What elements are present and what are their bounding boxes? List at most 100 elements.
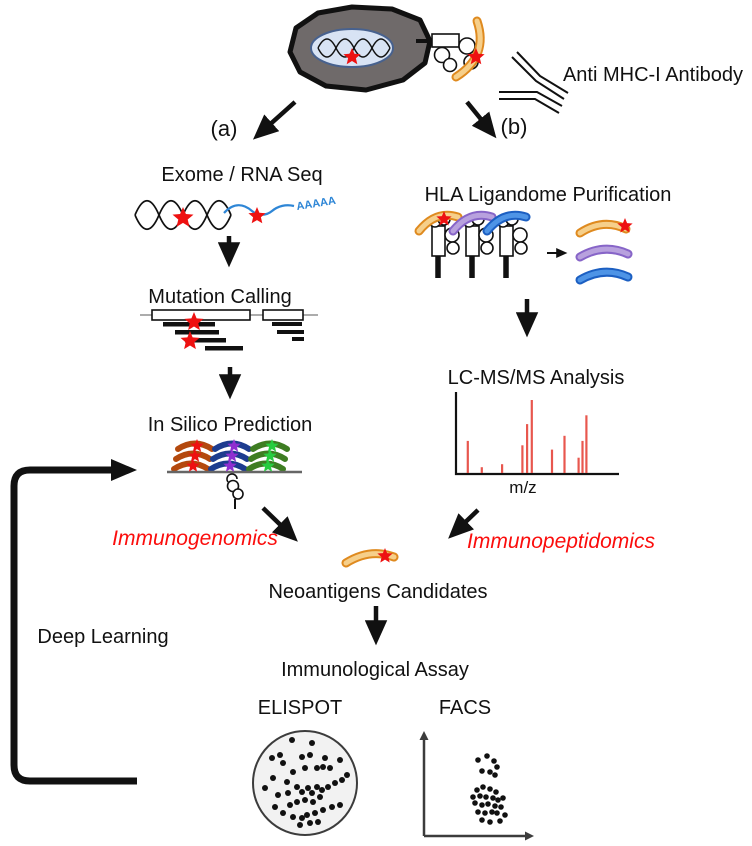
facs-event-dot xyxy=(500,795,506,801)
eluted-peptide-star xyxy=(617,218,633,233)
spectrum-peaks xyxy=(466,400,588,473)
branch-b-arrow xyxy=(465,100,497,139)
mrna-icon: AAAAA xyxy=(223,195,337,216)
sequencing-read xyxy=(175,330,219,335)
facs-event-dot xyxy=(487,769,493,775)
facs-event-dot xyxy=(480,784,486,790)
elispot-spot xyxy=(277,752,283,758)
elispot-spot xyxy=(285,790,291,796)
elispot-spot xyxy=(305,785,311,791)
predicted-peptide-star xyxy=(225,449,239,462)
sequencing-read xyxy=(272,322,302,326)
sequencing-read xyxy=(277,330,304,334)
facs-event-dot xyxy=(492,772,498,778)
elispot-spot xyxy=(320,764,326,770)
deep-learning-loop xyxy=(10,459,137,785)
facs-events xyxy=(470,753,508,825)
facs-y-arrowhead xyxy=(419,731,429,740)
elispot-spot xyxy=(312,810,318,816)
mhc-domain xyxy=(480,241,494,255)
facs-event-dot xyxy=(482,810,488,816)
mhc-domain xyxy=(446,241,460,255)
mutation-star-dna xyxy=(172,207,194,227)
sequencing-read xyxy=(163,322,215,327)
mhc-stem xyxy=(499,225,514,257)
antibody-arm xyxy=(511,56,565,100)
predicted-peptide xyxy=(171,460,211,472)
hla-complex xyxy=(414,210,463,278)
hla-complex-star xyxy=(436,211,452,226)
predicted-peptide xyxy=(250,440,290,452)
elispot-spot xyxy=(307,752,313,758)
anti-mhc-antibody-icon xyxy=(499,51,569,114)
elispot-spot xyxy=(272,804,278,810)
predicted-peptide-stacks xyxy=(167,440,302,509)
elispot-spot xyxy=(314,765,320,771)
predicted-peptide xyxy=(173,450,213,462)
anti-mhc-antibody-label: Anti MHC-I Antibody xyxy=(563,64,743,86)
mass-spectrum: m/z xyxy=(454,392,619,497)
elispot-label: ELISPOT xyxy=(258,697,342,719)
mutation-calling-label: Mutation Calling xyxy=(148,286,291,308)
tumor-cell xyxy=(287,4,433,93)
antibody-arm xyxy=(499,91,563,107)
neoantigen-peptide-icon xyxy=(341,549,399,568)
poly-a-tail: AAAAA xyxy=(296,195,337,213)
immunological-assay-label: Immunological Assay xyxy=(281,659,469,681)
exon-box xyxy=(262,309,304,321)
elispot-spot xyxy=(317,794,323,800)
elispot-spots xyxy=(262,737,350,828)
predicted-peptide-star xyxy=(186,459,200,472)
lcms-label: LC-MS/MS Analysis xyxy=(448,367,625,389)
mutation-star-read1 xyxy=(184,312,204,331)
bound-peptide-fill xyxy=(450,212,495,234)
spectrum-axes xyxy=(454,392,619,476)
mutation-star-read2 xyxy=(180,331,200,350)
predicted-peptide xyxy=(175,440,215,452)
facs-event-dot xyxy=(475,757,481,763)
branch-a-label: (a) xyxy=(211,116,238,141)
predicted-peptide xyxy=(212,440,252,452)
predicted-peptide xyxy=(246,460,286,472)
elispot-spot xyxy=(289,737,295,743)
elispot-spot xyxy=(262,785,268,791)
facs-event-dot xyxy=(498,804,504,810)
converge-arrow-right xyxy=(448,508,480,539)
mutation-star-surface-peptide xyxy=(467,48,485,65)
predicted-peptide xyxy=(210,450,250,462)
mhc-domain xyxy=(512,227,528,243)
neoantigens-candidates-label: Neoantigens Candidates xyxy=(268,581,487,603)
elispot-spot xyxy=(339,777,345,783)
elispot-spot xyxy=(315,819,321,825)
mhc-domain xyxy=(458,37,476,55)
elispot-spot xyxy=(307,820,313,826)
hla-ligandome-label: HLA Ligandome Purification xyxy=(425,184,672,206)
facs-event-dot xyxy=(472,800,478,806)
mhc-domain xyxy=(232,488,244,500)
predicted-peptide-star xyxy=(190,439,204,452)
elispot-spot xyxy=(302,765,308,771)
facs-plot xyxy=(419,731,534,841)
elispot-spot xyxy=(329,804,335,810)
facs-event-dot xyxy=(490,795,496,801)
elispot-spot xyxy=(309,790,315,796)
facs-event-dot xyxy=(492,803,498,809)
sequencing-read xyxy=(292,337,304,341)
facs-event-dot xyxy=(479,802,485,808)
elispot-spot xyxy=(294,784,300,790)
predicted-peptide xyxy=(248,450,288,462)
mutation-star-nucleus xyxy=(343,48,361,65)
facs-event-dot xyxy=(493,789,499,795)
immunopeptidomics-label: Immunopeptidomics xyxy=(467,530,655,553)
predicted-peptide-star xyxy=(265,439,279,452)
feedback-arrowhead xyxy=(111,459,137,481)
mhc-stem xyxy=(431,225,446,257)
eluted-peptide-fill xyxy=(577,269,631,283)
mhc-stem xyxy=(465,225,480,257)
facs-event-dot xyxy=(497,818,503,824)
predicted-peptide-star xyxy=(227,439,241,452)
antibody-arm xyxy=(499,98,560,114)
elispot-spot xyxy=(280,760,286,766)
mhc-domain xyxy=(226,473,238,483)
